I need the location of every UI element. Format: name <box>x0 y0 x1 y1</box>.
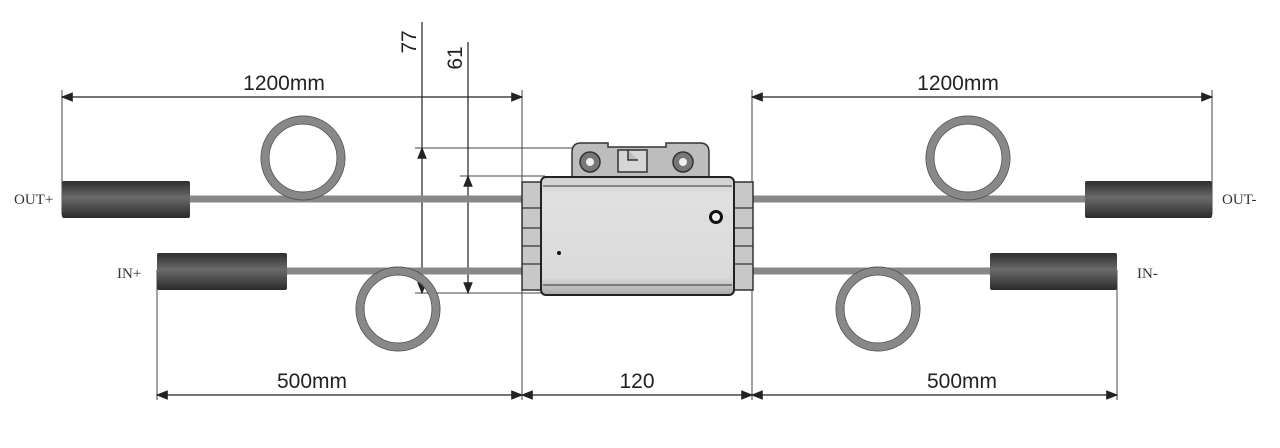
dim-body-height: 61 <box>444 46 467 69</box>
inverter-unit <box>521 142 754 296</box>
dim-overall-height: 77 <box>398 30 421 53</box>
right-cable-gland <box>732 181 754 291</box>
label-in-minus: IN- <box>1137 266 1158 282</box>
dim-body-width: 120 <box>619 370 654 393</box>
cable-outlines <box>260 115 1011 352</box>
connector-out-minus <box>1085 181 1212 218</box>
dim-out-right: 1200mm <box>917 72 999 95</box>
left-cable-gland <box>521 181 543 291</box>
dim-in-left: 500mm <box>277 370 347 393</box>
label-out-plus: OUT+ <box>14 192 53 208</box>
cables <box>190 116 1085 351</box>
connector-in-plus <box>157 253 287 290</box>
label-out-minus: OUT- <box>1222 192 1256 208</box>
dim-out-left: 1200mm <box>243 72 325 95</box>
led-indicator-icon <box>709 210 723 224</box>
connector-out-plus <box>62 181 190 218</box>
label-in-plus: IN+ <box>117 266 141 282</box>
inverter-body <box>540 176 735 296</box>
dim-in-right: 500mm <box>927 370 997 393</box>
dimension-lines <box>60 22 1214 400</box>
connector-in-minus <box>990 253 1117 290</box>
